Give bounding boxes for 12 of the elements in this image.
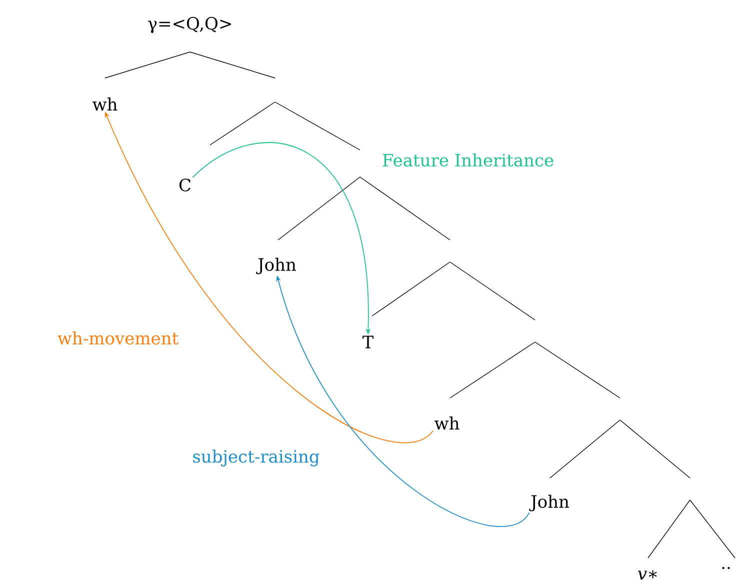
tree-label: .. bbox=[722, 566, 730, 570]
tree-label: T bbox=[362, 336, 374, 348]
tree-label: John bbox=[256, 258, 296, 274]
tree-label: C bbox=[179, 178, 190, 192]
edge-label: wh-movement bbox=[58, 331, 178, 345]
tree-label: wh bbox=[434, 416, 460, 430]
tree-label: γ=<Q,Q> bbox=[148, 16, 231, 34]
tree-label: John bbox=[529, 494, 569, 512]
edge-label: subject-raising bbox=[193, 450, 320, 466]
edge-label: Feature Inheritance bbox=[382, 153, 554, 167]
tree-label: wh bbox=[92, 98, 118, 110]
tree-label: v∗ bbox=[638, 570, 657, 580]
